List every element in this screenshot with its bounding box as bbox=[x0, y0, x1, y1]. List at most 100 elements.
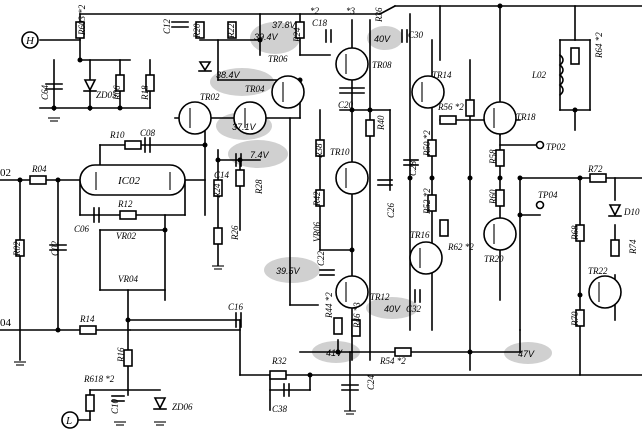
d10-label: D10 bbox=[623, 207, 640, 217]
transistor-tr18: TR18 bbox=[483, 101, 536, 135]
test-point-tp02: TP02 bbox=[535, 140, 566, 152]
r618-label: R618 *2 bbox=[83, 374, 115, 384]
terminal-h: H bbox=[21, 31, 39, 49]
r64-label: R64 *2 bbox=[594, 32, 604, 59]
transistor-tr16: TR16 bbox=[409, 230, 443, 275]
c18-label: C18 bbox=[312, 18, 328, 28]
transistor-tr12: TR12 bbox=[335, 275, 390, 309]
c32-label: C32 bbox=[406, 304, 422, 314]
ground-icon bbox=[154, 421, 166, 426]
tr06-label: TR06 bbox=[268, 54, 288, 64]
transistor-tr02: TR02 bbox=[178, 92, 220, 135]
r02-label: R02 bbox=[12, 241, 22, 257]
vr02-label: VR02 bbox=[116, 231, 136, 241]
c20-label: C20 bbox=[338, 100, 354, 110]
voltage-label: 37.8V bbox=[272, 20, 297, 30]
terminal-l-label: L bbox=[65, 415, 72, 427]
terminal-h-label: H bbox=[25, 35, 35, 47]
ground-symbols bbox=[14, 117, 356, 426]
tr22-label: TR22 bbox=[588, 266, 608, 276]
r16-label: R16 bbox=[116, 347, 126, 363]
c22-label: C22 bbox=[316, 250, 326, 266]
c14-label: C14 bbox=[214, 170, 230, 180]
c24-label: C24 bbox=[366, 374, 376, 390]
c64-label: C64 bbox=[40, 84, 50, 100]
r62-label: R62 *2 bbox=[447, 242, 474, 252]
wiring bbox=[0, 4, 642, 421]
transistor-tr10: TR10 bbox=[330, 147, 369, 195]
tr18-label: TR18 bbox=[516, 112, 536, 122]
r14-label: R14 bbox=[79, 314, 95, 324]
ic02-label: IC02 bbox=[117, 175, 141, 187]
transistor-tr04: TR04 bbox=[245, 75, 305, 109]
r54-label: R54 *2 bbox=[379, 356, 406, 366]
diode-top bbox=[198, 61, 212, 72]
vr06-label: VR06 bbox=[312, 222, 322, 242]
voltage-label: 7.4V bbox=[250, 150, 270, 160]
r72-label: R72 bbox=[587, 164, 603, 174]
tr04-label: TR04 bbox=[245, 84, 265, 94]
transistor-tr22: TR22 bbox=[588, 266, 622, 309]
input-bottom-label: 04 bbox=[0, 317, 12, 329]
ground-icon bbox=[114, 421, 126, 426]
voltage-label: 38.4V bbox=[216, 70, 241, 80]
r70-label: R70 bbox=[570, 311, 580, 327]
highlight-blob bbox=[264, 257, 320, 283]
r52-label: R52 *2 bbox=[422, 188, 432, 215]
terminal-l: L bbox=[61, 411, 79, 429]
inductor-l02: L02 bbox=[531, 53, 564, 97]
test-point-tp04: TP04 bbox=[535, 190, 558, 210]
transistor-tr06: TR06 bbox=[233, 54, 288, 135]
ground-icon bbox=[48, 117, 60, 122]
component-labels: R603 *2 C64 R06 R18 C12 R20 R22 R24 R36 … bbox=[12, 4, 638, 414]
voltage-label: 40V bbox=[384, 304, 401, 314]
tr10-label: TR10 bbox=[330, 147, 350, 157]
r56-label: R56 *2 bbox=[437, 102, 464, 112]
tr20-label: TR20 bbox=[484, 254, 504, 264]
r18-label: R18 bbox=[140, 85, 150, 101]
transistor-tr14: TR14 bbox=[411, 70, 452, 109]
r60-label: R60 bbox=[488, 189, 498, 205]
highlight-blob bbox=[504, 342, 552, 364]
resistor-bodies bbox=[15, 21, 620, 412]
r603-label: R603 *2 bbox=[77, 4, 87, 36]
zd05-label: ZD05 bbox=[96, 90, 117, 100]
c02-label: C02 bbox=[50, 240, 60, 256]
tp02-label: TP02 bbox=[546, 142, 566, 152]
ground-icon bbox=[212, 265, 224, 270]
star2-label: *2 bbox=[310, 6, 320, 16]
r28-label: R28 bbox=[254, 179, 264, 195]
tr08-label: TR08 bbox=[372, 60, 392, 70]
r58-label: R58 bbox=[488, 149, 498, 165]
voltage-label: 41V bbox=[326, 348, 343, 358]
tr16-label: TR16 bbox=[410, 230, 430, 240]
highlight-blob bbox=[228, 140, 288, 168]
r12-label: R12 bbox=[117, 199, 133, 209]
r24-label: R24 bbox=[292, 27, 302, 43]
highlight-blob bbox=[366, 297, 418, 319]
tr12-label: TR12 bbox=[370, 292, 390, 302]
c28-label: C28 bbox=[408, 160, 418, 176]
ic02-package: IC02 bbox=[79, 164, 186, 196]
tr14-label: TR14 bbox=[432, 70, 452, 80]
r24b-label: R24 bbox=[212, 183, 222, 199]
c16-label: C16 bbox=[228, 302, 244, 312]
ground-icon bbox=[14, 361, 26, 366]
tp04-label: TP04 bbox=[538, 190, 558, 200]
voltage-label: 39.5V bbox=[276, 266, 301, 276]
c38-label: C38 bbox=[272, 404, 288, 414]
star3-label: *3 bbox=[346, 6, 356, 16]
c30-label: C30 bbox=[408, 30, 424, 40]
voltage-label: 39.4V bbox=[254, 32, 279, 42]
zener-zd05: ZD05 bbox=[83, 79, 117, 100]
l02-label: L02 bbox=[531, 70, 547, 80]
voltage-label: 47V bbox=[518, 349, 535, 359]
tr02-label: TR02 bbox=[200, 92, 220, 102]
diode-d10: D10 bbox=[608, 204, 640, 217]
highlight-blob bbox=[210, 68, 274, 96]
r26-label: R26 bbox=[230, 225, 240, 241]
highlight-blob bbox=[367, 26, 403, 50]
r36-label: R36 bbox=[374, 7, 384, 23]
highlight-blob bbox=[250, 22, 300, 54]
